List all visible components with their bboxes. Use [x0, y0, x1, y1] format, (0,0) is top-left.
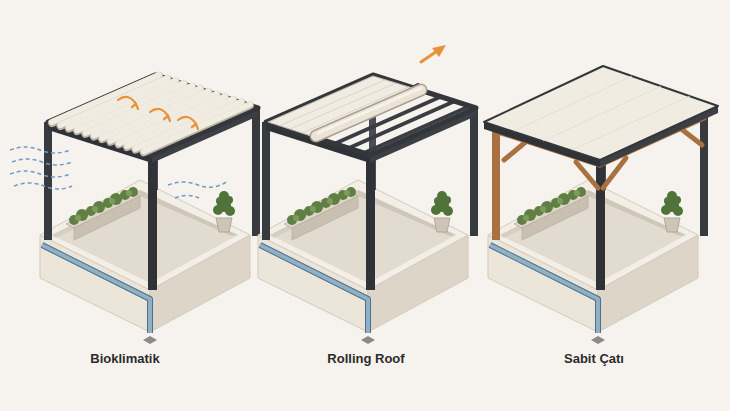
- rolling-roof-pergola: [258, 45, 478, 344]
- caption-label: Sabit Çatı: [564, 351, 624, 367]
- caption-label: Bioklimatik: [90, 351, 159, 367]
- bioclimatic-pergola: [10, 75, 260, 344]
- fixed-roof-pergola: [484, 66, 718, 344]
- caption-label: Rolling Roof: [327, 351, 404, 367]
